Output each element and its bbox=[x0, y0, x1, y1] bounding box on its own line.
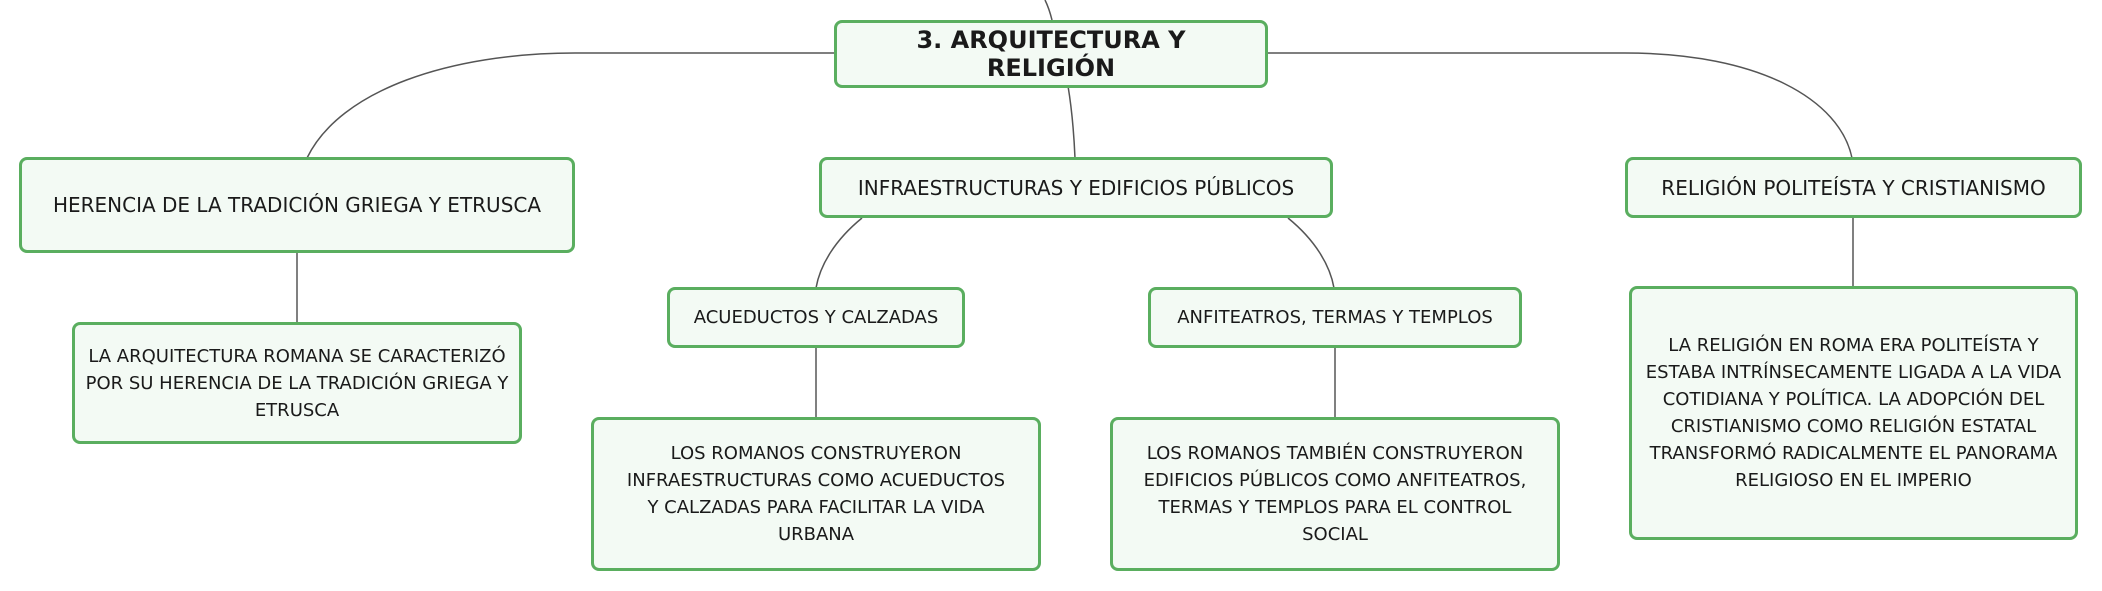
topic-herencia[interactable]: HERENCIA DE LA TRADICIÓN GRIEGA Y ETRUSC… bbox=[19, 157, 575, 253]
connector-root-infraestructuras bbox=[1067, 85, 1076, 159]
topic-anfiteatros[interactable]: ANFITEATROS, TERMAS Y TEMPLOS bbox=[1148, 287, 1522, 348]
topic-infraestructuras[interactable]: INFRAESTRUCTURAS Y EDIFICIOS PÚBLICOS bbox=[819, 157, 1333, 218]
connector-infra-acueductos bbox=[815, 217, 863, 289]
detail-anfiteatros[interactable]: LOS ROMANOS TAMBIÉN CONSTRUYERON EDIFICI… bbox=[1110, 417, 1560, 571]
root-topic[interactable]: 3. ARQUITECTURA Y RELIGIÓN bbox=[834, 20, 1268, 88]
connector-root-parent bbox=[1044, 0, 1053, 21]
connector-root-herencia bbox=[306, 52, 835, 159]
topic-religion[interactable]: RELIGIÓN POLITEÍSTA Y CRISTIANISMO bbox=[1625, 157, 2082, 218]
connector-root-religion bbox=[1267, 52, 1853, 159]
detail-religion[interactable]: LA RELIGIÓN EN ROMA ERA POLITEÍSTA Y EST… bbox=[1629, 286, 2078, 540]
topic-acueductos[interactable]: ACUEDUCTOS Y CALZADAS bbox=[667, 287, 965, 348]
connector-infra-anfiteatros bbox=[1287, 217, 1335, 289]
detail-herencia[interactable]: LA ARQUITECTURA ROMANA SE CARACTERIZÓ PO… bbox=[72, 322, 522, 444]
detail-acueductos[interactable]: LOS ROMANOS CONSTRUYERON INFRAESTRUCTURA… bbox=[591, 417, 1041, 571]
